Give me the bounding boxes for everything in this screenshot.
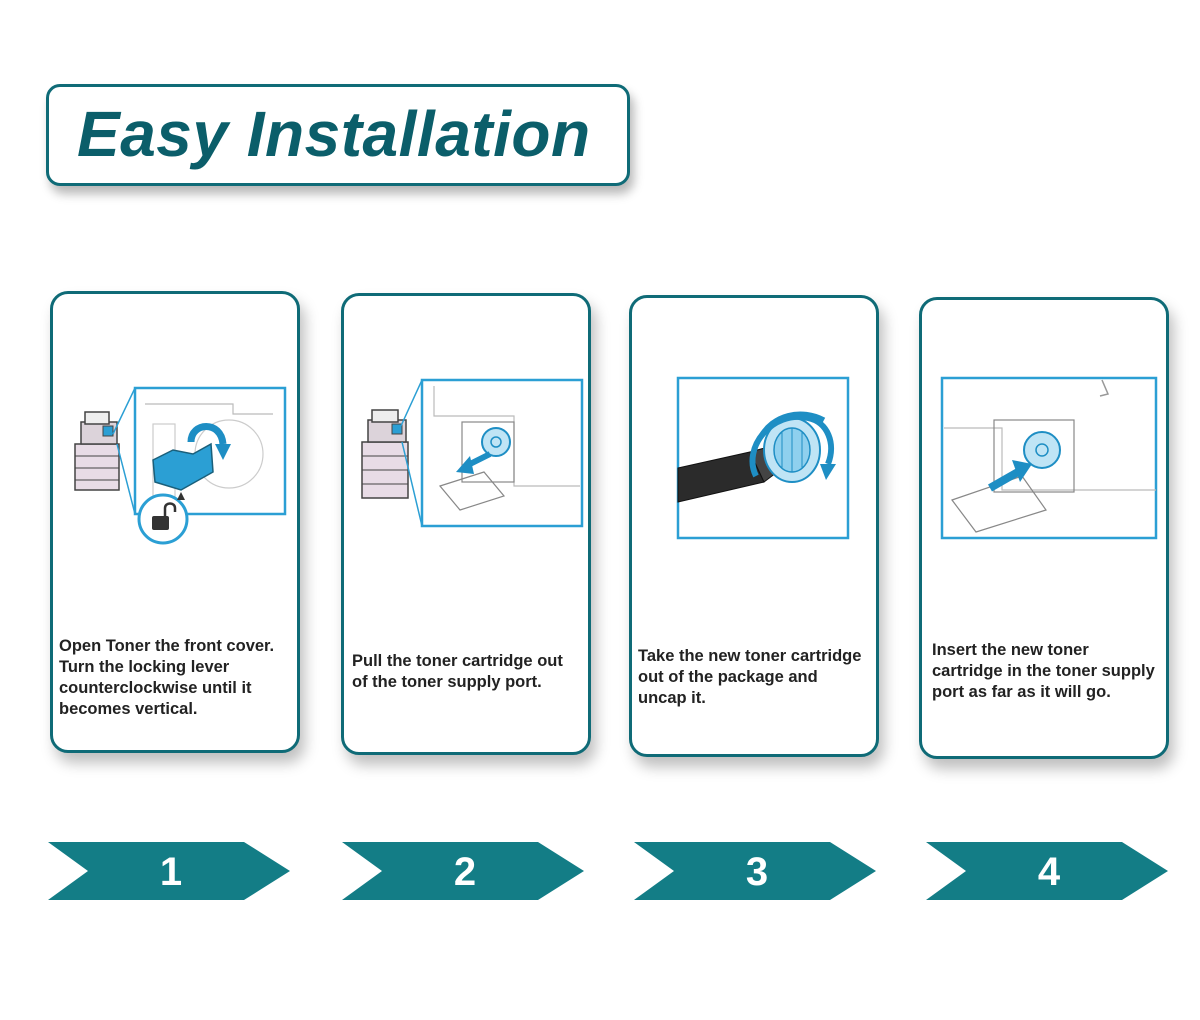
toner-port-icon [433, 386, 580, 511]
step-2-illustration [361, 378, 584, 528]
page-title: Easy Installation [77, 98, 591, 170]
rotate-arrow-icon [187, 423, 227, 445]
step-card-4: Insert the new toner cartridge in the to… [919, 297, 1169, 759]
step-1-illustration [74, 386, 287, 545]
step-card-2: Pull the toner cartridge out of the tone… [341, 293, 591, 755]
step-description: Take the new toner cartridge out of the … [638, 647, 862, 707]
step-arrow-2: 2 [342, 842, 588, 900]
toner-cartridge-icon [677, 417, 821, 503]
step-card-3: Take the new toner cartridge out of the … [629, 295, 879, 757]
step-4-illustration [940, 376, 1158, 540]
step-arrow-1: 1 [48, 842, 294, 900]
step-number: 2 [453, 850, 477, 894]
step-3-illustration [676, 376, 850, 540]
copier-icon [74, 411, 120, 491]
copier-icon [361, 409, 409, 499]
toner-port-icon [944, 379, 1156, 533]
step-arrow-3: 3 [634, 842, 880, 900]
unlock-icon [137, 492, 189, 545]
step-arrow-4: 4 [926, 842, 1172, 900]
insert-arrow-icon [988, 460, 1032, 492]
pull-arrow-icon [456, 451, 492, 474]
step-card-1: Open Toner the front cover. Turn the loc… [50, 291, 300, 753]
step-description: Pull the toner cartridge out of the tone… [352, 652, 563, 691]
step-number: 1 [159, 850, 183, 894]
step-description: Insert the new toner cartridge in the to… [932, 641, 1155, 701]
step-description: Open Toner the front cover. Turn the loc… [59, 637, 275, 718]
step-number: 4 [1037, 850, 1061, 894]
locking-lever-icon [152, 442, 214, 491]
step-number: 3 [745, 850, 769, 894]
rotate-arrow-icon [749, 411, 836, 480]
title-box: Easy Installation [46, 84, 630, 186]
